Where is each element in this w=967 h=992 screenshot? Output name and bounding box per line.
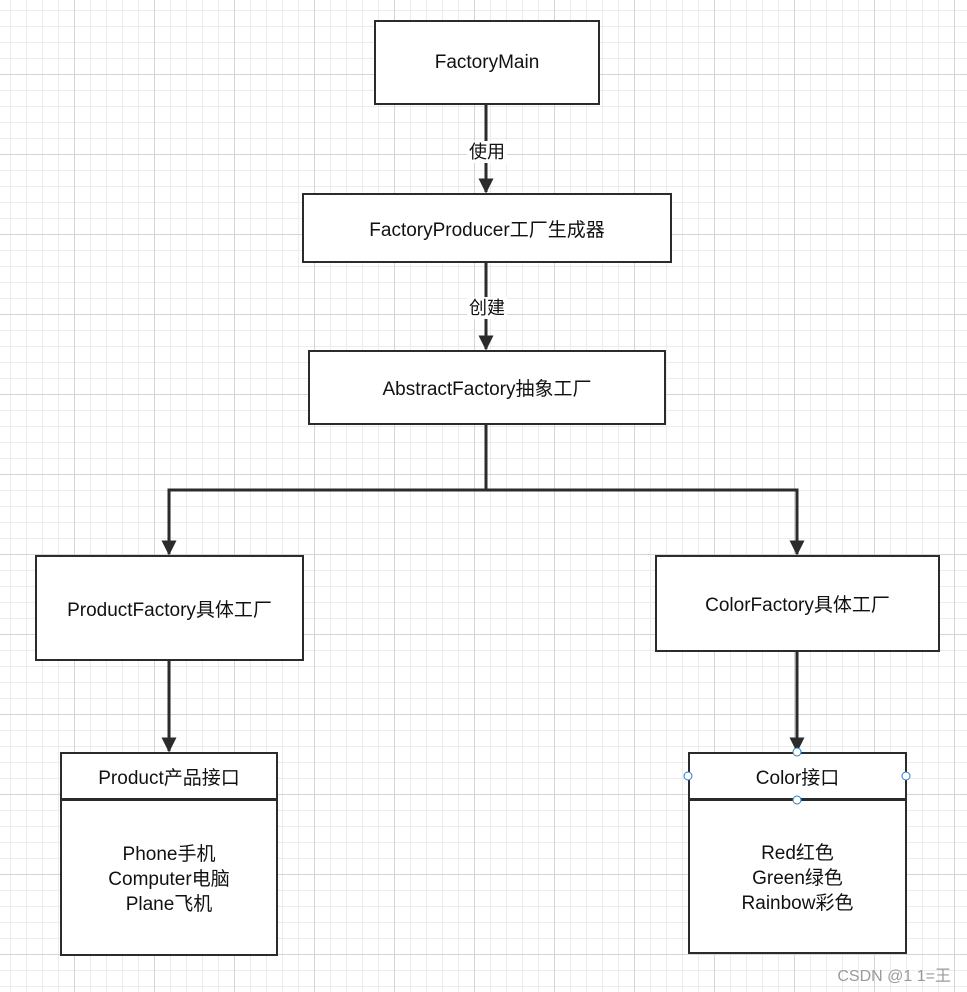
resize-handle-left[interactable] <box>683 771 693 781</box>
node-color-factory[interactable]: ColorFactory具体工厂 <box>655 555 940 652</box>
edge-abstract-to-product-factory <box>161 488 486 556</box>
product-item-computer: Computer电脑 <box>108 868 230 890</box>
product-item-phone: Phone手机 <box>122 843 216 865</box>
node-factory-producer[interactable]: FactoryProducer工厂生成器 <box>302 193 672 263</box>
product-interface-items: Phone手机 Computer电脑 Plane飞机 <box>62 804 276 954</box>
color-interface-title: Color接口 <box>690 754 905 801</box>
color-item-rainbow: Rainbow彩色 <box>741 892 854 914</box>
node-product-interface[interactable]: Product产品接口 Phone手机 Computer电脑 Plane飞机 <box>60 752 278 956</box>
node-product-factory-label: ProductFactory具体工厂 <box>67 599 272 621</box>
edge-label-use: 使用 <box>467 141 507 163</box>
node-factory-main-label: FactoryMain <box>434 51 540 73</box>
node-abstract-factory-label: AbstractFactory抽象工厂 <box>382 379 592 400</box>
color-item-red: Red红色 <box>761 842 834 864</box>
node-product-factory[interactable]: ProductFactory具体工厂 <box>35 555 304 661</box>
edge-label-create: 创建 <box>467 297 507 319</box>
node-color-interface[interactable]: Color接口 Red红色 Green绿色 Rainbow彩色 <box>688 752 907 954</box>
resize-handle-bottom[interactable] <box>792 795 802 805</box>
resize-handle-right[interactable] <box>901 771 911 781</box>
node-factory-main[interactable]: FactoryMain <box>374 20 600 105</box>
color-interface-items: Red红色 Green绿色 Rainbow彩色 <box>690 804 905 952</box>
resize-handle-top[interactable] <box>792 747 802 757</box>
product-item-plane: Plane飞机 <box>125 893 213 915</box>
node-color-factory-label: ColorFactory具体工厂 <box>705 595 890 616</box>
node-factory-producer-label: FactoryProducer工厂生成器 <box>369 219 605 241</box>
edge-abstract-to-color-factory <box>486 488 805 556</box>
node-abstract-factory[interactable]: AbstractFactory抽象工厂 <box>308 350 666 425</box>
color-item-green: Green绿色 <box>752 867 843 889</box>
product-interface-title: Product产品接口 <box>62 754 276 801</box>
watermark: CSDN @1 1=王 <box>837 968 951 985</box>
